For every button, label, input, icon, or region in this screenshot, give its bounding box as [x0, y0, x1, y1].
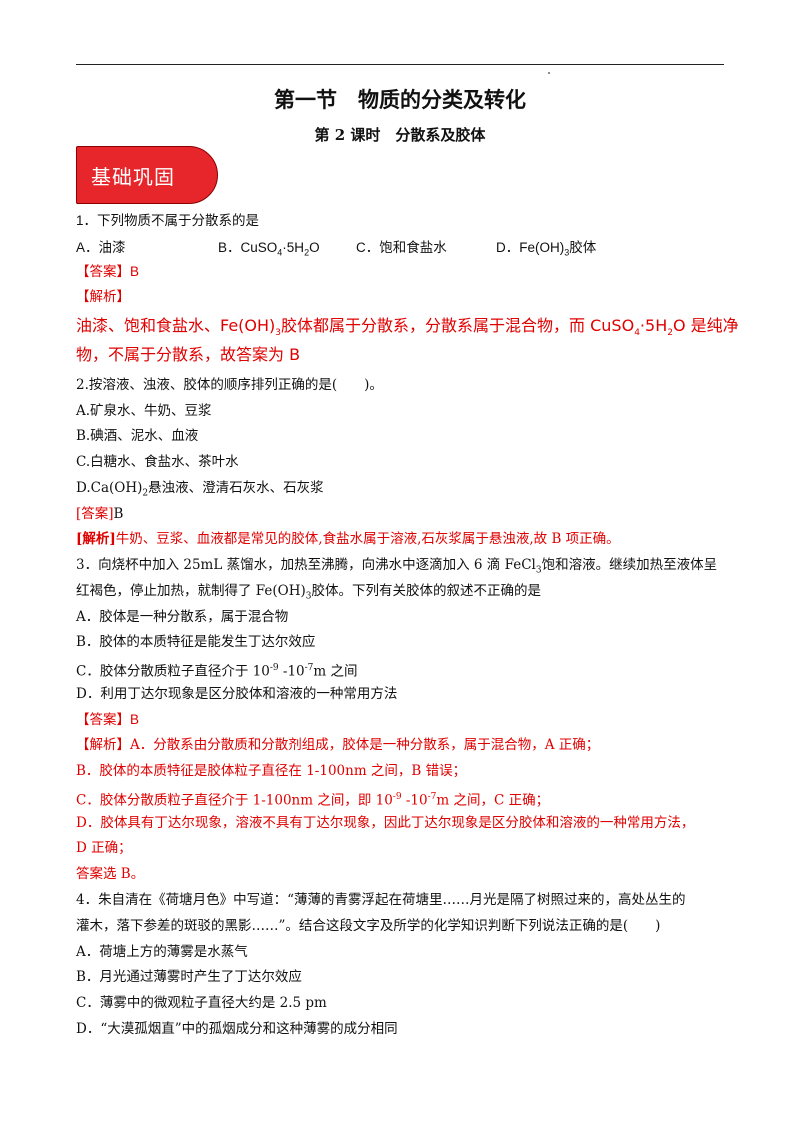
q3-analysis-line-4: D．胶体具有丁达尔现象，溶液不具有丁达尔现象，因此丁达尔现象是区分胶体和溶液的一… [76, 815, 695, 831]
q2-stem: 2.按溶液、浊液、胶体的顺序排列正确的是( )。 [76, 377, 383, 393]
q3-analysis-line-5: D 正确； [76, 840, 132, 856]
q1-analysis-label: 【解析】 [76, 289, 130, 304]
q1-stem: 1．下列物质不属于分散系的是 [76, 213, 260, 228]
q1-answer: 【答案】B [76, 264, 140, 279]
lesson-subtitle: 第 2 课时 分散系及胶体 [314, 126, 486, 144]
q3-stem-line-1: 3．向烧杯中加入 25mL 蒸馏水，加热至沸腾，向沸水中逐滴加入 6 滴 FeC… [76, 557, 718, 576]
q2-option-d: D.Ca(OH)2悬浊液、澄清石灰水、石灰浆 [76, 480, 324, 499]
q3-conclusion: 答案选 B。 [76, 866, 145, 882]
q1-option-b: B．CuSO4·5H2O [218, 240, 320, 258]
header-dot [548, 72, 550, 74]
q3-option-d: D．利用丁达尔现象是区分胶体和溶液的一种常用方法 [76, 686, 398, 702]
q1-option-c: C．饱和食盐水 [356, 240, 447, 255]
q1-analysis-line-2: 物，不属于分散系，故答案为 B [76, 345, 301, 364]
q2-answer: [答案]B [76, 506, 124, 522]
q3-analysis-line-2: B．胶体的本质特征是胶体粒子直径在 1-100nm 之间，B 错误； [76, 763, 467, 779]
q1-option-a: A．油漆 [76, 240, 126, 255]
q4-option-c: C．薄雾中的微观粒子直径大约是 2.5 pm [76, 995, 327, 1011]
q3-option-c: C．胶体分散质粒子直径介于 10-9 -10-7m 之间 [76, 663, 358, 680]
q3-answer: 【答案】B [76, 712, 140, 727]
section-title: 第一节 物质的分类及转化 [274, 87, 526, 112]
q4-stem-line-1: 4．朱自清在《荷塘月色》中写道：“薄薄的青雾浮起在荷塘里……月光是隔了树照过来的… [76, 892, 686, 908]
basic-consolidation-badge: 基础巩固 [76, 146, 218, 204]
q4-option-b: B．月光通过薄雾时产生了丁达尔效应 [76, 969, 302, 985]
header-rule [76, 64, 724, 65]
q2-option-c: C.白糖水、食盐水、茶叶水 [76, 454, 239, 470]
badge-label: 基础巩固 [91, 164, 175, 189]
q4-stem-line-2: 灌木，落下参差的斑驳的黑影……”。结合这段文字及所学的化学知识判断下列说法正确的… [76, 918, 661, 934]
q1-analysis-line-1: 油漆、饱和食盐水、Fe(OH)3胶体都属于分散系，分散系属于混合物，而 CuSO… [76, 316, 739, 339]
q1-option-d: D．Fe(OH)3胶体 [496, 240, 597, 258]
q3-analysis-line-3: C．胶体分散质粒子直径介于 1-100nm 之间，即 10-9 -10-7m 之… [76, 792, 550, 809]
q2-option-a: A.矿泉水、牛奶、豆浆 [76, 403, 212, 419]
q3-stem-line-2: 红褐色，停止加热，就制得了 Fe(OH)3胶体。下列有关胶体的叙述不正确的是 [76, 583, 542, 602]
q4-option-d: D．“大漠孤烟直”中的孤烟成分和这种薄雾的成分相同 [76, 1021, 398, 1037]
q3-option-a: A．胶体是一种分散系，属于混合物 [76, 609, 289, 625]
q2-analysis: [解析]牛奶、豆浆、血液都是常见的胶体,食盐水属于溶液,石灰浆属于悬浊液,故 B… [76, 531, 620, 547]
q3-analysis-line-1: 【解析】A．分散系由分散质和分散剂组成，胶体是一种分散系，属于混合物，A 正确； [76, 737, 600, 753]
q2-option-b: B.碘酒、泥水、血液 [76, 428, 199, 444]
q4-option-a: A．荷塘上方的薄雾是水蒸气 [76, 944, 248, 960]
q3-option-b: B．胶体的本质特征是能发生丁达尔效应 [76, 634, 316, 650]
